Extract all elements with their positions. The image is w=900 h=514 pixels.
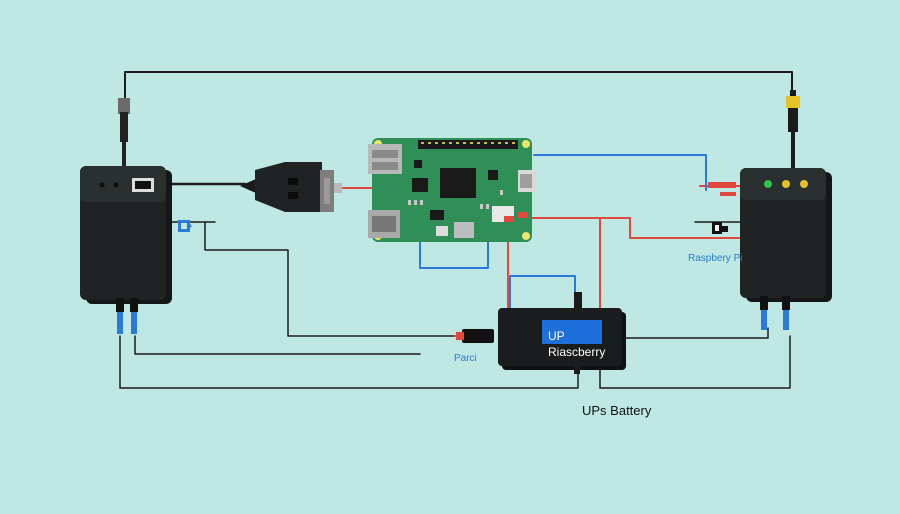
right-router <box>740 90 832 330</box>
ups-label-line1: UP <box>548 329 565 343</box>
raspberry-pi-board <box>368 138 536 242</box>
wire-blue-ups-loop <box>509 275 576 309</box>
left-power-supply <box>80 98 172 334</box>
wire-bottom-left-outer <box>119 335 579 389</box>
cpu-chip <box>440 168 476 198</box>
ups-battery-unit <box>498 292 626 374</box>
wire-ups-right <box>619 327 769 339</box>
wire-top-loop <box>124 71 793 101</box>
ups-screen <box>542 320 602 344</box>
ups-label-line2: Riascberry <box>548 345 606 359</box>
label-ups-battery: UPs Battery <box>582 403 652 418</box>
right-top-plug <box>786 96 800 108</box>
left-blue-connector-2 <box>131 312 137 334</box>
wire-blue-pi-bottom <box>419 239 489 269</box>
right-blue-connector-1 <box>761 310 767 330</box>
right-small-connector <box>712 222 728 234</box>
wire-red-pi-to-right <box>527 217 601 309</box>
red-resistor <box>708 182 736 196</box>
router-led-yellow-2 <box>800 180 808 188</box>
label-parci: Parci <box>454 353 477 364</box>
left-blue-connector-1 <box>117 312 123 334</box>
left-top-plug <box>118 98 130 114</box>
left-led-1 <box>99 182 105 188</box>
router-led-yellow-1 <box>782 180 790 188</box>
label-raspberry-pi: Raspbery Pi <box>688 253 743 264</box>
wire-bottom-left-inner <box>134 335 421 355</box>
router-led-green <box>764 180 772 188</box>
gpio-header <box>418 140 518 149</box>
wire-psu-down <box>204 221 456 337</box>
usb-plug-adapter <box>240 162 342 212</box>
wire-red-loop-right <box>599 217 741 239</box>
inline-fuse <box>456 329 494 343</box>
wire-blue-pi-top-right <box>533 154 707 191</box>
left-led-2 <box>113 182 119 188</box>
left-small-connector <box>178 220 190 232</box>
wire-bottom-right-outer <box>599 335 791 389</box>
right-blue-connector-2 <box>783 310 789 330</box>
